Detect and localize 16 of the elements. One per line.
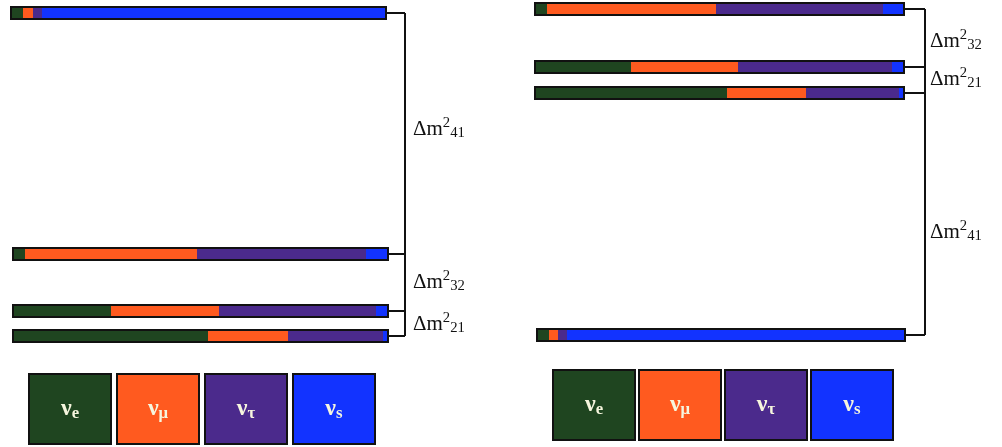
legend-label: ν$_{τ}$	[236, 395, 256, 423]
mixing-bar	[12, 247, 389, 261]
legend-label: ν$_{s}$	[843, 391, 861, 419]
legend-label: ν$_{μ}$	[147, 395, 169, 423]
legend-label: ν$_{s}$	[325, 395, 343, 423]
legend-label: ν$_{μ}$	[669, 391, 691, 419]
mixing-bar	[10, 6, 387, 20]
legend-label: ν$_{e}$	[584, 391, 604, 419]
mixing-bar	[12, 304, 389, 318]
legend-label: ν$_{τ}$	[756, 391, 776, 419]
mixing-bar	[534, 2, 905, 16]
mixing-bar	[534, 86, 905, 100]
mixing-bar	[536, 328, 906, 342]
legend-label: ν$_{e}$	[60, 395, 80, 423]
mixing-bar	[534, 60, 905, 74]
mixing-bar	[12, 329, 389, 343]
